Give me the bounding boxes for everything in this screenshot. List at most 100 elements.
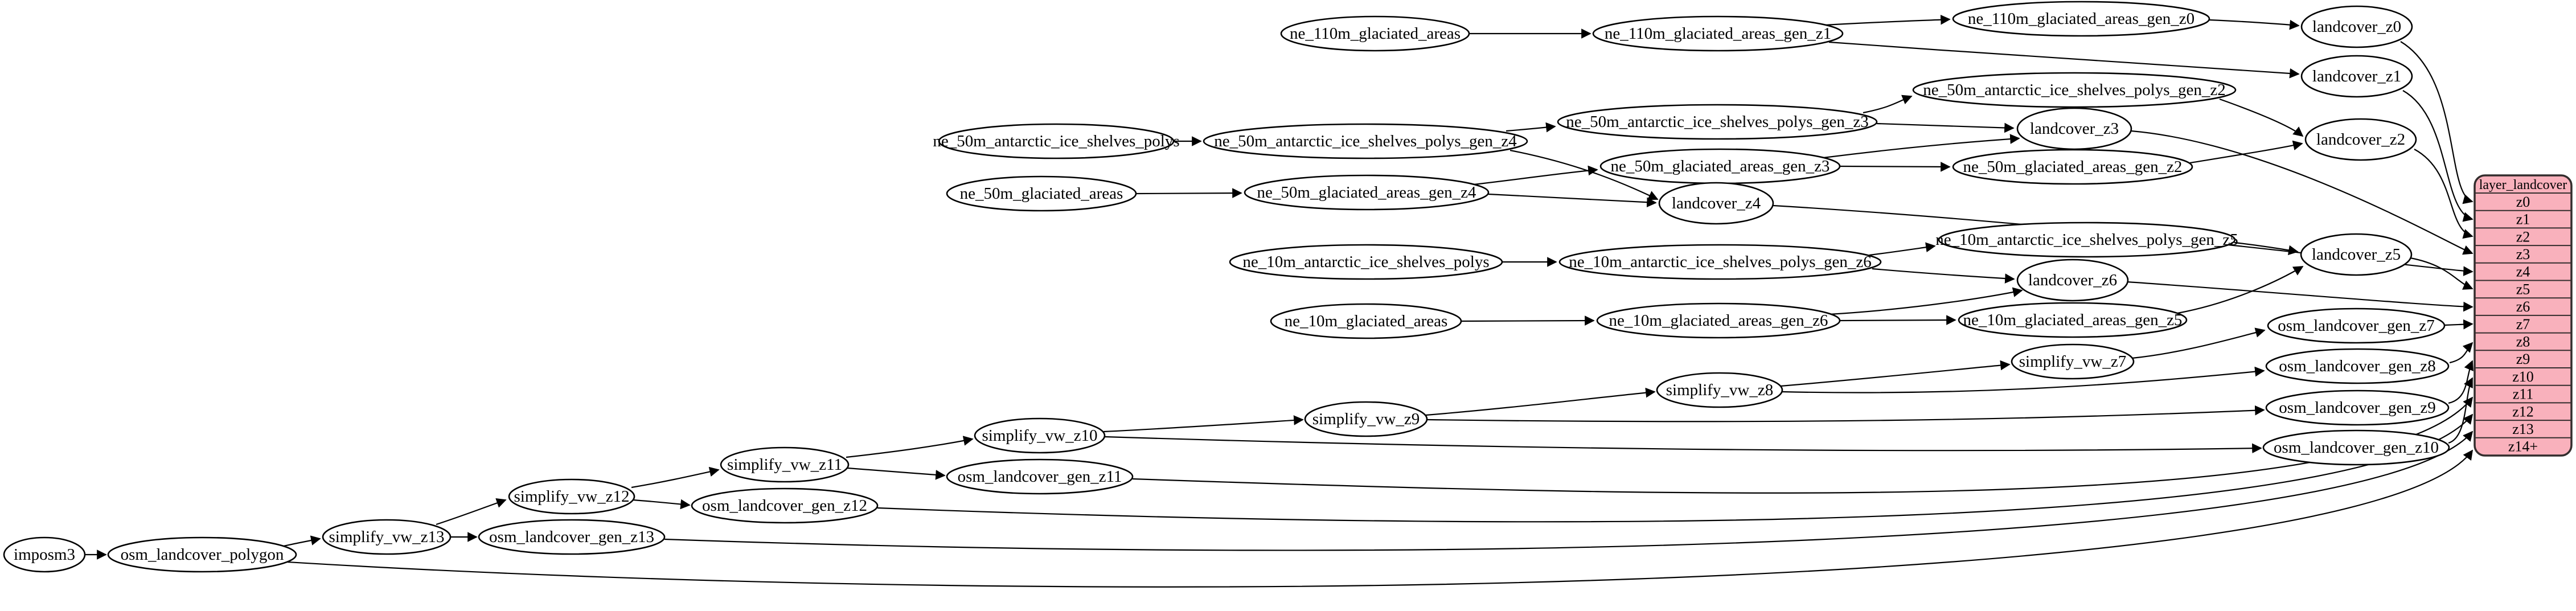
edge-simplify_vw_z10-simplify_vw_z9 [1103,415,1304,433]
edge-simplify_vw_z13-simplify_vw_z12 [436,498,507,526]
layer-landcover-table: layer_landcover z0z1z2z3z4z5z6z7z8z9z10z… [2474,174,2573,457]
table-row-z3: z3 [2516,246,2530,263]
edge-landcover_z4-z4 [1773,204,2474,276]
node-ne_10m_antarctic_ice_shelves_polys: ne_10m_antarctic_ice_shelves_polys [1229,244,1503,280]
node-simplify_vw_z13: simplify_vw_z13 [322,519,452,555]
svg-text:simplify_vw_z13: simplify_vw_z13 [329,528,445,546]
edge-simplify_vw_z11-simplify_vw_z10 [846,436,974,458]
edge-ne_50m_glaciated-gen_z4 [1135,188,1242,198]
svg-text:landcover_z0: landcover_z0 [2312,18,2401,36]
node-ne_10m_antarctic_ice_shelves_polys_gen_z6: ne_10m_antarctic_ice_shelves_polys_gen_z… [1558,244,1882,280]
node-simplify_vw_z11: simplify_vw_z11 [720,446,850,483]
node-ne_50m_glaciated_areas_gen_z3: ne_50m_glaciated_areas_gen_z3 [1599,148,1841,184]
node-osm_landcover_gen_z7: osm_landcover_gen_z7 [2267,307,2446,344]
edge-simplify_vw_z8-osm_landcover_gen_z8 [1782,366,2265,393]
svg-text:landcover_z6: landcover_z6 [2028,271,2117,289]
node-landcover_z1: landcover_z1 [2300,55,2413,98]
edge-osm_landcover_gen_z7-z7 [2444,319,2474,330]
svg-text:ne_10m_glaciated_areas: ne_10m_glaciated_areas [1285,312,1448,330]
table-row-z0: z0 [2516,194,2530,210]
svg-text:ne_50m_glaciated_areas_gen_z3: ne_50m_glaciated_areas_gen_z3 [1611,157,1830,175]
node-ne_50m_antarctic_ice_shelves_polys: ne_50m_antarctic_ice_shelves_polys [933,123,1180,159]
edge-ne_10m_glac_gen_z6-landcover_z6 [1828,287,2023,315]
table-row-z5: z5 [2516,281,2530,297]
edge-osm_landcover_gen_z8-z8 [2449,342,2474,364]
edge-ne_50m_ant_gen_z4-gen_z3 [1506,122,1556,133]
node-ne_10m_antarctic_ice_shelves_polys_gen_z5: ne_10m_antarctic_ice_shelves_polys_gen_z… [1935,222,2238,258]
svg-text:simplify_vw_z11: simplify_vw_z11 [727,456,842,474]
node-osm_landcover_gen_z10: osm_landcover_gen_z10 [2262,429,2450,466]
table-row-z14+: z14+ [2508,438,2538,455]
table-row-z2: z2 [2516,228,2530,245]
edge-osm_landcover_polygon-simplify_vw_z13 [283,535,321,547]
table-row-z4: z4 [2516,264,2530,280]
table-row-z1: z1 [2516,211,2530,228]
svg-text:landcover_z4: landcover_z4 [1672,194,1761,212]
svg-text:simplify_vw_z10: simplify_vw_z10 [982,427,1098,445]
table-row-z7: z7 [2516,316,2530,333]
edge-landcover_z5-z5 [2410,257,2474,290]
edge-landcover_z2-z2 [2414,149,2474,239]
svg-text:osm_landcover_gen_z9: osm_landcover_gen_z9 [2279,399,2435,417]
node-landcover_z2: landcover_z2 [2304,118,2417,161]
edge-landcover_z1-z1 [2402,90,2474,222]
edge-osm_landcover_gen_z9-z9 [2448,360,2474,404]
svg-text:ne_50m_glaciated_areas_gen_z4: ne_50m_glaciated_areas_gen_z4 [1257,183,1476,202]
edge-ne_50m_ant_gen_z3-gen_z2 [1863,95,1913,114]
svg-text:landcover_z1: landcover_z1 [2312,67,2401,85]
node-ne_50m_glaciated_areas_gen_z4: ne_50m_glaciated_areas_gen_z4 [1244,174,1490,211]
svg-text:ne_10m_glaciated_areas_gen_z6: ne_10m_glaciated_areas_gen_z6 [1609,311,1828,330]
svg-text:simplify_vw_z7: simplify_vw_z7 [2019,352,2127,371]
edge-ne_10m_ant_gen_z5-landcover_z5 [2234,241,2299,255]
edge-ne_10m_ant_gen_z6-landcover_z6 [1872,268,2015,284]
edge-ne_110m_gen_z0-landcover_z0 [2209,19,2300,30]
edge-ne_110m_gen_z1-gen_z0 [1824,14,1951,26]
svg-text:ne_110m_glaciated_areas_gen_z1: ne_110m_glaciated_areas_gen_z1 [1605,24,1831,43]
svg-text:ne_10m_glaciated_areas_gen_z5: ne_10m_glaciated_areas_gen_z5 [1963,311,2183,329]
node-ne_110m_glaciated_areas: ne_110m_glaciated_areas [1280,15,1470,52]
svg-text:simplify_vw_z8: simplify_vw_z8 [1666,381,1774,399]
node-osm_landcover_gen_z11: osm_landcover_gen_z11 [946,458,1134,495]
edge-osm_landcover_polygon-z14 [287,449,2474,588]
edge-simplify_vw_z8-simplify_vw_z7 [1780,360,2011,387]
edge-simplify_vw_z11-osm_landcover_gen_z11 [847,467,946,480]
edge-simplify_vw_z9-osm_landcover_gen_z9 [1426,405,2265,423]
node-osm_landcover_polygon: osm_landcover_polygon [107,536,297,573]
node-landcover_z5: landcover_z5 [2300,233,2413,276]
svg-text:osm_landcover_gen_z8: osm_landcover_gen_z8 [2279,357,2435,375]
svg-text:ne_50m_antarctic_ice_shelves_p: ne_50m_antarctic_ice_shelves_polys_gen_z… [1566,113,1869,131]
svg-text:ne_10m_antarctic_ice_shelves_p: ne_10m_antarctic_ice_shelves_polys_gen_z… [1569,253,1872,271]
edge-osm_landcover_gen_z10-z10 [2448,377,2473,444]
svg-text:osm_landcover_gen_z12: osm_landcover_gen_z12 [702,497,867,515]
node-ne_10m_glaciated_areas_gen_z5: ne_10m_glaciated_areas_gen_z5 [1958,302,2188,338]
edge-simplify_vw_z7-osm_landcover_gen_z7 [2131,327,2266,359]
edge-ne_50m_ant_gen_z3-landcover_z3 [1876,122,2015,133]
node-simplify_vw_z9: simplify_vw_z9 [1304,401,1428,437]
svg-text:osm_landcover_gen_z10: osm_landcover_gen_z10 [2274,438,2439,457]
svg-text:ne_50m_glaciated_areas: ne_50m_glaciated_areas [960,184,1123,203]
edge-ne_50m_glac_gen_z3-landcover_z3 [1823,134,2020,159]
table-row-z12: z12 [2512,403,2534,420]
edges-layer [85,14,2474,588]
svg-text:ne_110m_glaciated_areas_gen_z0: ne_110m_glaciated_areas_gen_z0 [1968,10,2194,28]
node-landcover_z0: landcover_z0 [2300,5,2413,48]
svg-text:ne_50m_antarctic_ice_shelves_p: ne_50m_antarctic_ice_shelves_polys [933,132,1179,150]
node-landcover_z6: landcover_z6 [2016,259,2129,302]
svg-text:landcover_z5: landcover_z5 [2312,245,2401,264]
nodes-layer: imposm3 osm_landcover_polygon simplify_v… [3,1,2450,573]
svg-text:osm_landcover_polygon: osm_landcover_polygon [121,546,284,564]
node-simplify_vw_z8: simplify_vw_z8 [1656,372,1783,408]
svg-text:ne_110m_glaciated_areas: ne_110m_glaciated_areas [1290,24,1461,43]
svg-text:ne_50m_glaciated_areas_gen_z2: ne_50m_glaciated_areas_gen_z2 [1963,158,2183,176]
svg-text:osm_landcover_gen_z13: osm_landcover_gen_z13 [489,528,654,546]
node-simplify_vw_z7: simplify_vw_z7 [2011,343,2135,380]
svg-text:osm_landcover_gen_z7: osm_landcover_gen_z7 [2278,317,2434,335]
edge-simplify_vw_z12-osm_landcover_gen_z12 [633,499,691,510]
node-ne_10m_glaciated_areas: ne_10m_glaciated_areas [1270,303,1462,339]
table-row-z8: z8 [2516,334,2530,350]
svg-text:osm_landcover_gen_z11: osm_landcover_gen_z11 [958,468,1122,486]
layer-table-title: layer_landcover [2479,178,2567,192]
node-ne_110m_glaciated_areas_gen_z1: ne_110m_glaciated_areas_gen_z1 [1592,15,1844,52]
